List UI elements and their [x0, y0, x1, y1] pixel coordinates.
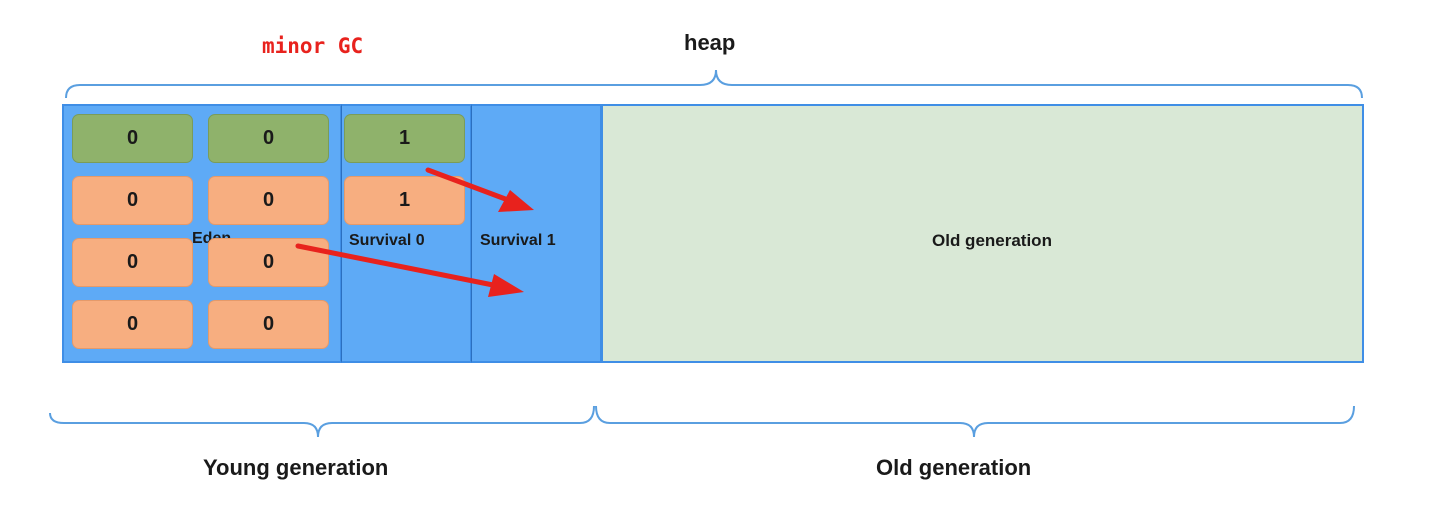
- survival0-label: Survival 0: [349, 232, 425, 249]
- eden-cell: 0: [208, 114, 329, 163]
- eden-cell: 0: [72, 300, 193, 349]
- eden-cell: 0: [72, 176, 193, 225]
- survival0-cell: 1: [344, 176, 465, 225]
- arrow-eden-to-survival1: [295, 243, 501, 289]
- eden-cell: 0: [208, 176, 329, 225]
- eden-cell: 0: [72, 114, 193, 163]
- heap-brace: [65, 69, 1363, 99]
- survival1-label: Survival 1: [480, 232, 556, 249]
- young-brace: [49, 405, 595, 438]
- young-generation-label: Young generation: [203, 455, 389, 480]
- arrow-survival0-to-survival1: [425, 167, 511, 203]
- minor-gc-label: minor GC: [262, 34, 364, 58]
- old-generation-region: [601, 104, 1364, 363]
- old-brace: [595, 405, 1355, 438]
- arrow-head-icon: [488, 274, 524, 297]
- heap-label: heap: [684, 30, 736, 55]
- eden-cell: 0: [208, 300, 329, 349]
- eden-cell: 0: [72, 238, 193, 287]
- old-generation-region-label: Old generation: [932, 231, 1052, 250]
- old-generation-label: Old generation: [876, 455, 1032, 480]
- survival1-region: [471, 104, 602, 363]
- survival0-cell: 1: [344, 114, 465, 163]
- arrow-head-icon: [498, 190, 534, 212]
